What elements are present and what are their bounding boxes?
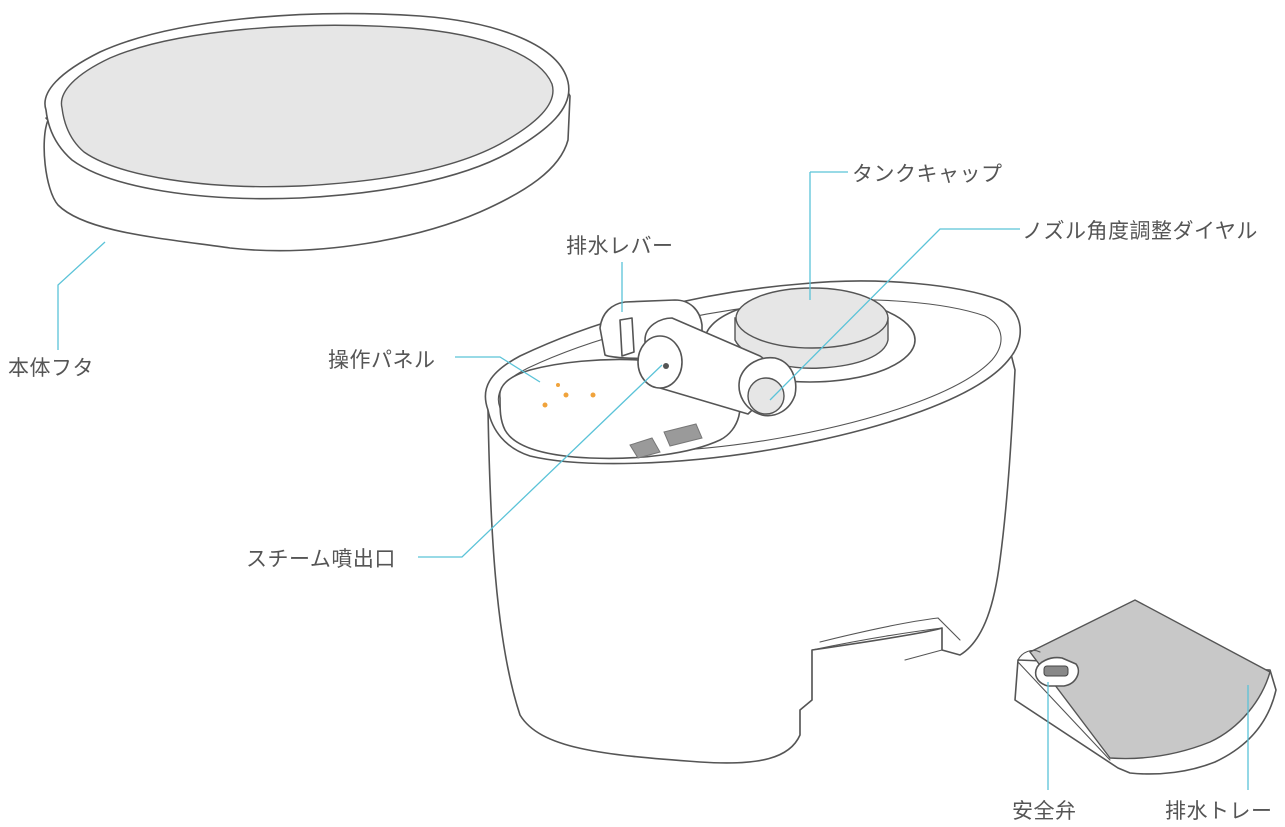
label-lid: 本体フタ [8, 356, 94, 380]
label-nozzle-dial: ノズル角度調整ダイヤル [1022, 219, 1258, 243]
leader-lines [57, 171, 1249, 790]
leader-lid [57, 241, 106, 350]
leader-control-panel [455, 356, 541, 383]
main-body-illustration [484, 280, 1022, 764]
label-steam-outlet: スチーム噴出口 [246, 547, 396, 571]
leader-nozzle-dial [769, 228, 1020, 401]
label-safety-valve: 安全弁 [1012, 799, 1077, 823]
drain-tray-illustration [1014, 599, 1277, 775]
label-control-panel: 操作パネル [328, 348, 436, 372]
label-drain-tray: 排水トレー [1165, 799, 1273, 823]
lid-illustration [43, 12, 571, 252]
leader-steam-outlet [418, 364, 663, 558]
leader-tank-cap [809, 171, 848, 300]
label-tank-cap: タンクキャップ [852, 162, 1003, 186]
label-drain-lever: 排水レバー [566, 234, 674, 258]
